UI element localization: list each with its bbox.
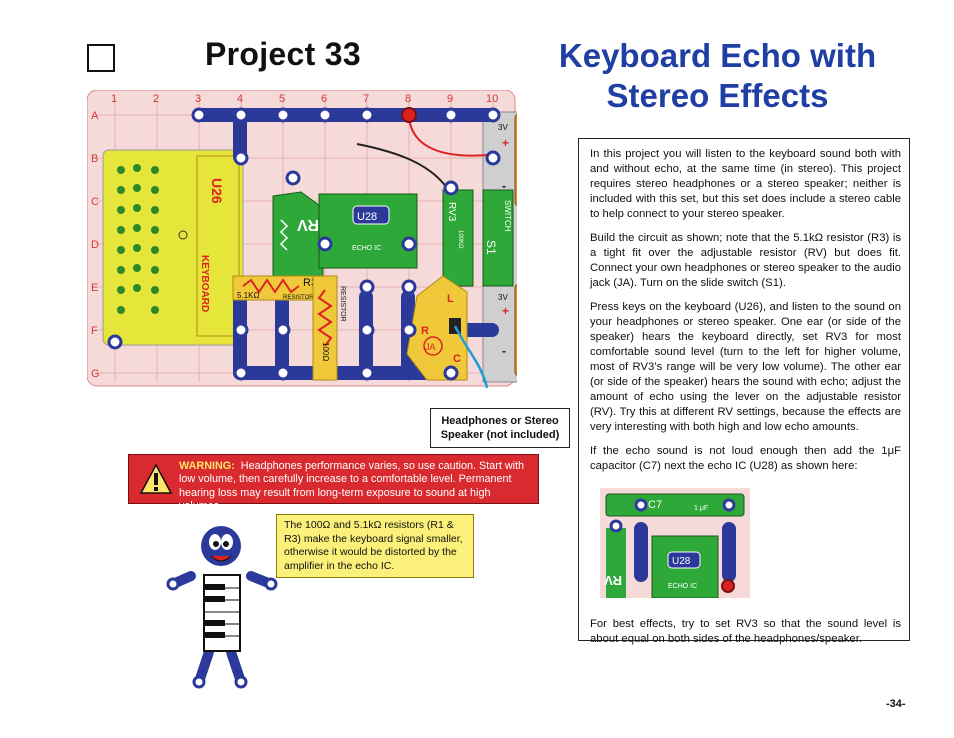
mascot-illustration: [166, 526, 278, 689]
col-label: 4: [237, 93, 243, 105]
warning-banner: WARNING: Headphones performance varies, …: [128, 454, 539, 512]
build-paragraph: Build the circuit as shown; note that th…: [590, 232, 901, 289]
battery-b1-bottom: B1: [514, 283, 517, 377]
snap-wire-top: [193, 108, 499, 122]
best-effects-paragraph: For best effects, try to set RV3 so that…: [590, 618, 901, 645]
rv3-label: RV3: [446, 202, 457, 222]
switch-id: S1: [484, 240, 498, 255]
keyboard-id: U26: [209, 178, 225, 204]
resistor-r1: RESISTOR 100Ω: [312, 275, 346, 381]
page-title: Keyboard Echo with Stereo Effects: [520, 36, 915, 116]
jack-right: R: [421, 325, 429, 337]
col-label: 10: [486, 93, 498, 105]
row-label: D: [91, 239, 99, 251]
battery-voltage: 3V: [498, 123, 508, 132]
capacitor-paragraph: If the echo sound is not loud enough the…: [590, 445, 901, 472]
jack-id: JA: [425, 342, 436, 352]
inset-cap-id: C7: [648, 499, 662, 511]
battery-voltage: 3V: [498, 293, 508, 302]
battery-b1-top: B1: [514, 113, 517, 207]
row-label: F: [91, 325, 98, 337]
col-label: 2: [153, 93, 159, 105]
inset-ic-id: U28: [672, 556, 691, 567]
battery-plus: +: [502, 304, 509, 318]
warning-label: WARNING:: [179, 460, 235, 472]
col-label: 5: [279, 93, 285, 105]
instructions-box: In this project you will listen to the k…: [578, 138, 910, 645]
adjustable-resistor-rv3: RV3 100KΩ: [442, 189, 474, 287]
title-line-1: Keyboard Echo with: [558, 37, 877, 74]
switch-name: SWITCH: [503, 200, 512, 232]
title-line-2: Stereo Effects: [606, 77, 829, 114]
r3-value: 5.1KΩ: [237, 291, 259, 300]
col-label: 8: [405, 93, 411, 105]
resistor-note-bubble: The 100Ω and 5.1kΩ resistors (R1 & R3) m…: [276, 514, 474, 578]
project-checkbox[interactable]: [87, 44, 115, 72]
col-label: 1: [111, 93, 117, 105]
echo-ic-u28: U28 ECHO IC: [318, 193, 418, 269]
adjustable-resistor-rv: RV: [272, 191, 324, 279]
r1-type: RESISTOR: [339, 286, 346, 322]
slide-switch-s1: S1 SWITCH: [482, 189, 514, 287]
inset-cap-value: 1 μF: [694, 505, 708, 512]
inset-rv-label: RV: [604, 573, 622, 588]
warning-text-block: WARNING: Headphones performance varies, …: [179, 460, 533, 513]
battery-minus: -: [502, 344, 506, 358]
col-label: 9: [447, 93, 453, 105]
col-label: 7: [363, 93, 369, 105]
rv3-value: 100KΩ: [457, 230, 463, 249]
circuit-diagram: 1 2 3 4 5 6 7 8 9 10 A B C D E F G B1 B1…: [87, 90, 517, 388]
r3-type: RESISTOR: [283, 295, 314, 301]
row-label: C: [91, 196, 99, 208]
intro-paragraph: In this project you will listen to the k…: [590, 148, 901, 220]
col-label: 3: [195, 93, 201, 105]
page-number: -34-: [886, 698, 906, 710]
project-number: Project 33: [205, 36, 361, 72]
warning-icon: [139, 463, 173, 494]
row-label: E: [91, 282, 98, 294]
ic-name: ECHO IC: [352, 245, 381, 252]
col-label: 6: [321, 93, 327, 105]
jack-left: L: [447, 293, 454, 305]
snap-nodes: [191, 107, 501, 381]
headphones-callout: Headphones or Stereo Speaker (not includ…: [430, 408, 570, 448]
usage-paragraph: Press keys on the keyboard (U26), and li…: [590, 301, 901, 433]
row-label: A: [91, 110, 99, 122]
black-wire: [356, 143, 448, 189]
ic-id: U28: [357, 211, 377, 223]
inset-ic-name: ECHO IC: [668, 583, 697, 590]
row-label: B: [91, 153, 98, 165]
keyboard-u26: U26 KEYBOARD: [102, 149, 244, 350]
warning-text: Headphones performance varies, so use ca…: [179, 460, 525, 512]
jack-common: C: [453, 353, 461, 365]
audio-jack-ja: L R C JA: [406, 275, 468, 381]
battery-minus: -: [502, 179, 506, 193]
battery-plus: +: [502, 136, 509, 150]
keyboard-name: KEYBOARD: [199, 255, 210, 312]
capacitor-inset-diagram: RV C7 1 μF U28 ECHO IC: [600, 488, 750, 599]
rv-label: RV: [297, 216, 319, 233]
r1-value: 100Ω: [321, 342, 330, 361]
row-label: G: [91, 368, 100, 380]
headphone-cable: [453, 325, 489, 388]
